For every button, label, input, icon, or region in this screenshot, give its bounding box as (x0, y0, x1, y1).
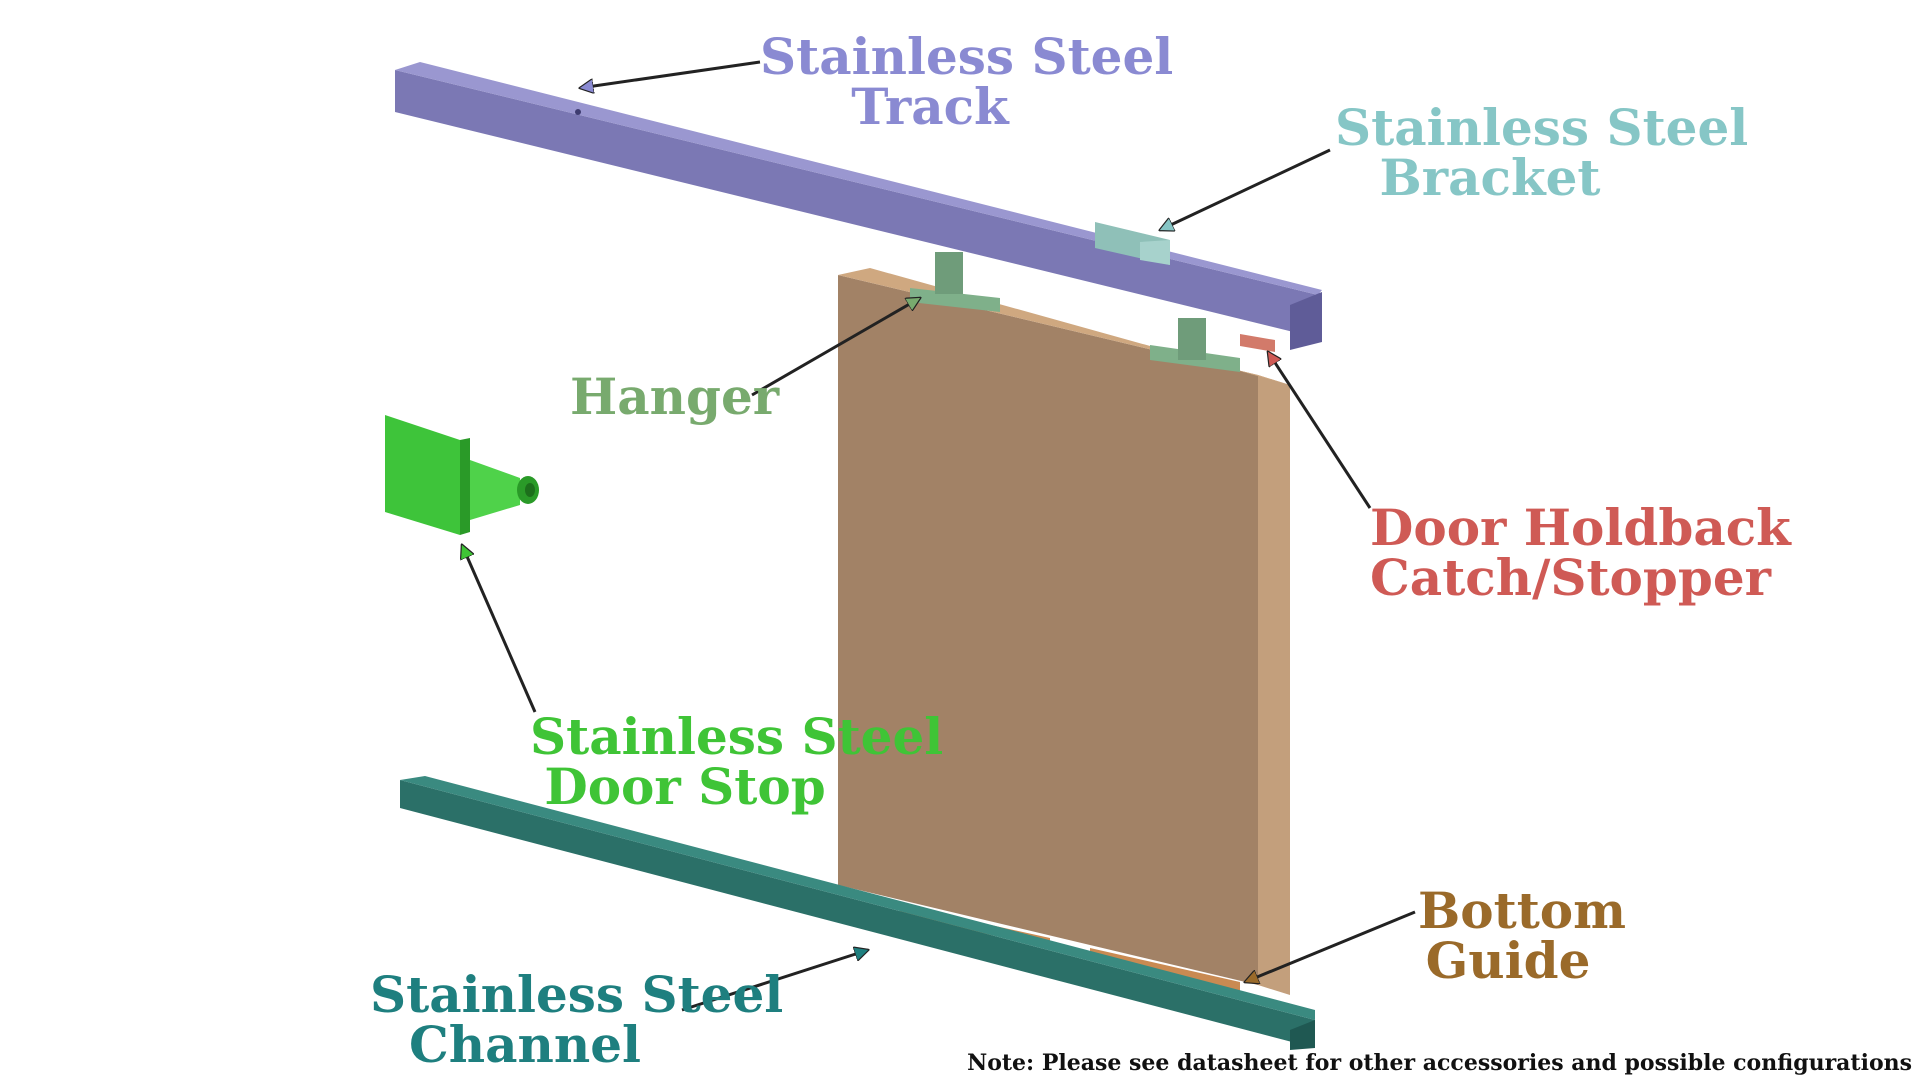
label-line: Stainless Steel (370, 965, 784, 1024)
label-line: Catch/Stopper (1370, 548, 1771, 607)
label-stainless-steel-track: Stainless Steel Track (760, 27, 1174, 136)
label-line: Channel (408, 1015, 642, 1074)
bracket-arrow (1160, 148, 1331, 230)
label-line: Bracket (1379, 148, 1601, 207)
door-stop-icon (385, 415, 539, 535)
door-panel-icon (838, 268, 1290, 995)
channel-arrow (681, 950, 868, 1012)
label-stainless-steel-door-stop: Stainless Steel Door Stop (530, 707, 944, 816)
label-stainless-steel-bracket: Stainless Steel Bracket (1335, 98, 1749, 207)
guide-arrow (1245, 910, 1416, 982)
label-line: Hanger (570, 367, 780, 426)
doorstop-arrow (462, 545, 537, 713)
label-door-holdback: Door Holdback Catch/Stopper (1370, 498, 1791, 607)
label-hanger: Hanger (570, 367, 780, 426)
label-bottom-guide: Bottom Guide (1418, 881, 1627, 990)
label-line: Stainless Steel (530, 707, 944, 766)
label-stainless-steel-channel: Stainless Steel Channel (370, 965, 784, 1074)
datasheet-note: Note: Please see datasheet for other acc… (967, 1050, 1912, 1076)
bracket-icon (1095, 222, 1170, 265)
channel-icon (400, 776, 1315, 1050)
holdback-catch-icon (1240, 334, 1275, 352)
label-line: Guide (1425, 931, 1591, 990)
hanger-arrow (751, 298, 920, 397)
track-arrow (580, 60, 761, 88)
label-line: Door Holdback (1370, 498, 1791, 557)
track-icon (395, 62, 1322, 350)
label-line: Stainless Steel (1335, 98, 1749, 157)
label-line: Door Stop (544, 757, 826, 816)
label-line: Track (851, 77, 1009, 136)
hanger-icon (910, 252, 1240, 372)
holdback-arrow (1268, 352, 1372, 509)
label-line: Stainless Steel (760, 27, 1174, 86)
label-line: Bottom (1418, 881, 1627, 940)
